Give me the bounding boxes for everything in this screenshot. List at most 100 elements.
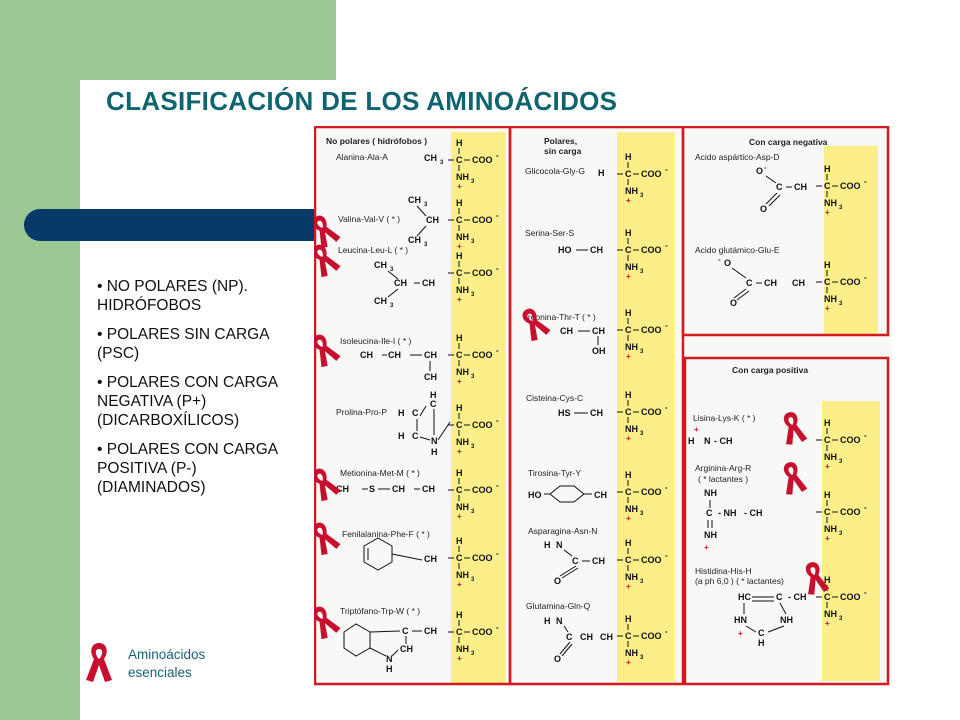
sc-leu-bot-sub: 3 (390, 303, 394, 309)
backbone-minus: - (665, 165, 668, 174)
sc-arg-plus: + (704, 543, 709, 552)
backbone-coo: COO (840, 507, 861, 517)
backbone-plus: + (457, 512, 462, 521)
backbone-c: C (456, 627, 463, 637)
aa-label-lys: Lisina-Lys-K ( * ) (693, 413, 756, 423)
sc-leu-top-sub: 3 (390, 267, 394, 273)
aa-label-pro: Prolina-Pro-P (336, 407, 387, 417)
sc-asn-o: O (554, 576, 561, 586)
backbone-nh: NH (625, 342, 638, 352)
sc-asn-h2n: H (544, 540, 551, 550)
backbone-c: C (625, 169, 632, 179)
aa-label-cys: Cisteina-Cys-C (526, 393, 583, 403)
sc-val-bot-sub: 3 (424, 242, 428, 248)
legend-essential: Aminoácidos esenciales (82, 640, 205, 689)
backbone-coo: COO (840, 435, 861, 445)
backbone-c: C (456, 155, 463, 165)
sc-his-nh: NH (780, 615, 793, 625)
backbone-c: C (625, 407, 632, 417)
backbone-plus: + (457, 580, 462, 589)
sc-pro-h2-top: H (430, 390, 437, 400)
sc-his-ch2: - CH (788, 592, 807, 602)
backbone-coo: COO (641, 631, 662, 641)
backbone-nh: NH (625, 648, 638, 658)
backbone-minus: - (665, 627, 668, 636)
backbone-plus: + (626, 514, 631, 523)
green-header-block (0, 0, 336, 80)
sc-met-ch2a: CH (392, 484, 405, 494)
page-title: CLASIFICACIÓN DE LOS AMINOÁCIDOS (106, 86, 618, 116)
backbone-nh: NH (625, 504, 638, 514)
backbone-plus: + (626, 658, 631, 667)
sc-pro-c-top: C (430, 399, 437, 409)
amino-acid-figure: No polares ( hidrófobos ) Polares, sin c… (314, 126, 892, 686)
backbone-coo: COO (472, 627, 493, 637)
sc-gln-o: O (554, 654, 561, 664)
backbone-band-polar (617, 132, 675, 682)
sc-ala-ch3: CH (424, 153, 437, 163)
backbone-nh-sub: 3 (471, 374, 475, 380)
sc-leu-top: CH (374, 260, 387, 270)
red-ribbon-icon (805, 562, 830, 595)
legend-line-1: Aminoácidos (128, 647, 206, 662)
backbone-c: C (824, 592, 831, 602)
backbone-h: H (456, 536, 463, 546)
essential-ribbons (314, 215, 830, 640)
backbone-plus: + (825, 208, 830, 217)
sc-pro-h2c-a: H (398, 408, 405, 418)
backbone-plus: + (457, 182, 462, 191)
sc-leu-ch2: CH (422, 278, 435, 288)
backbone-minus: - (864, 431, 867, 440)
red-ribbon-icon (314, 244, 341, 278)
sc-arg-nh: - NH (718, 508, 737, 518)
sc-his-plus: + (738, 629, 743, 638)
sc-gln-ch2b: CH (600, 632, 613, 642)
backbone-nh-sub: 3 (839, 205, 843, 211)
figure-background (314, 126, 892, 686)
backbone-plus: + (626, 272, 631, 281)
backbone-minus: - (496, 623, 499, 632)
sc-his-c: C (776, 592, 783, 602)
backbone-c: C (824, 435, 831, 445)
backbone-nh-sub: 3 (640, 269, 644, 275)
sc-val-bot: CH (408, 235, 421, 245)
backbone-c: C (456, 485, 463, 495)
sc-tyr-ch2: CH (594, 490, 607, 500)
sc-met-s: S (369, 484, 375, 494)
backbone-minus: - (496, 416, 499, 425)
backbone-h: H (625, 538, 632, 548)
backbone-minus: - (496, 481, 499, 490)
backbone-h: H (824, 490, 831, 500)
backbone-minus: - (665, 403, 668, 412)
frame-negative (681, 126, 890, 337)
backbone-nh: NH (456, 172, 469, 182)
sc-lys-n: N (704, 436, 711, 446)
sc-lys-chain: - CH (714, 436, 733, 446)
backbone-c: C (625, 555, 632, 565)
backbone-plus: + (457, 242, 462, 251)
sc-glu-ch2a: CH (764, 278, 777, 288)
sc-glu-ch2b: CH (792, 278, 805, 288)
aa-label-glu: Acido glutámico-Glu-E (695, 245, 780, 255)
aa-label-ser: Serina-Ser-S (525, 228, 574, 238)
sc-arg-nh2b: NH (704, 530, 717, 540)
sc-val-mid: CH (426, 215, 439, 225)
backbone-c: C (456, 553, 463, 563)
bullet-polar-uncharged: • POLARES SIN CARGA (PSC) (97, 326, 269, 362)
backbone-h: H (456, 468, 463, 478)
backbone-minus: - (665, 321, 668, 330)
backbone-nh-sub: 3 (640, 655, 644, 661)
legend-line-2: esenciales (128, 665, 192, 680)
backbone-h: H (824, 260, 831, 270)
backbone-nh-sub: 3 (640, 431, 644, 437)
backbone-minus: - (665, 241, 668, 250)
sc-asn-c: C (572, 556, 579, 566)
aa-label-trp: Triptófano-Trp-W ( * ) (340, 606, 420, 616)
sc-his-c2: C (758, 628, 765, 638)
backbone-h: H (824, 418, 831, 428)
